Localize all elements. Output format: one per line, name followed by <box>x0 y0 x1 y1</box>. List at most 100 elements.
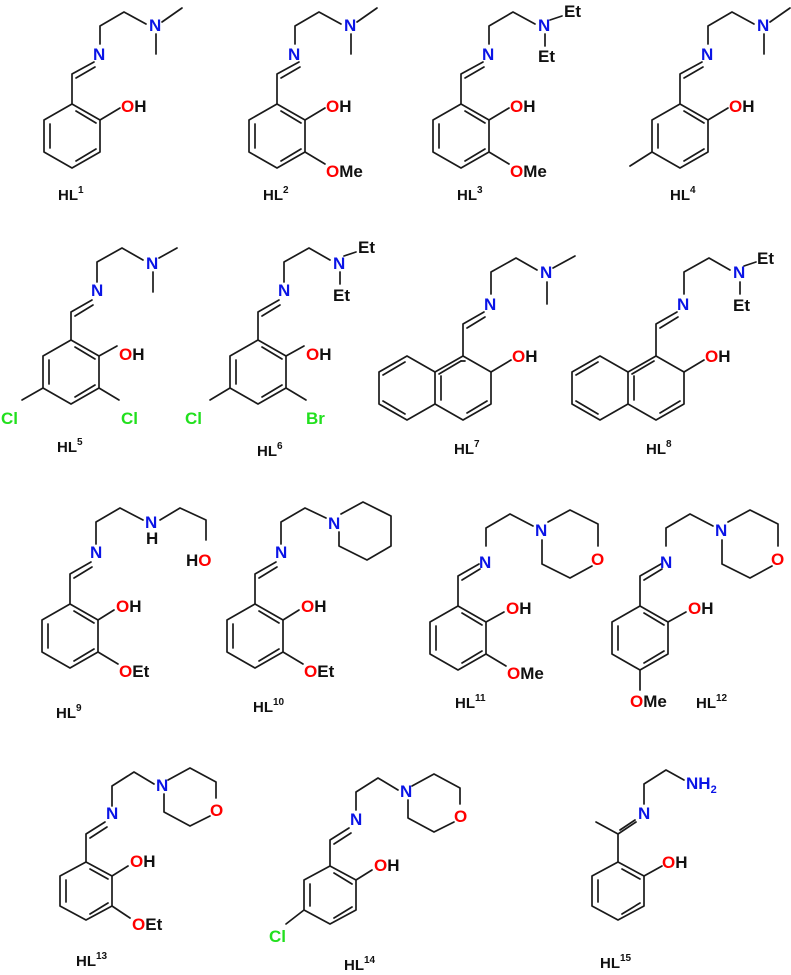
compound-hl15: N NH2 OH HL15 <box>591 769 717 972</box>
compound-label: HL14 <box>344 955 376 974</box>
atom-n-amine: N <box>344 16 356 35</box>
bonds <box>248 7 378 169</box>
bonds <box>432 11 563 169</box>
atom-et: Et <box>358 238 375 257</box>
atom-n-morpholine: N <box>535 521 547 540</box>
compound-label: HL1 <box>58 185 84 204</box>
atom-oet: OEt <box>132 915 163 934</box>
atom-ome: OMe <box>507 664 544 683</box>
compound-label: HL2 <box>263 185 289 204</box>
atom-oh: OH <box>688 599 714 618</box>
atom-nh2: NH2 <box>686 774 717 796</box>
bonds <box>285 773 461 925</box>
bonds <box>43 7 183 169</box>
compound-hl14: N N O OH Cl HL14 <box>269 773 467 974</box>
atom-oh: OH <box>512 347 538 366</box>
atom-cl: Cl <box>121 409 138 428</box>
atom-n-imine: N <box>91 281 103 300</box>
atom-o-morpholine: O <box>771 550 784 569</box>
atom-ome: OMe <box>630 692 667 711</box>
atom-n-piperidine: N <box>328 514 340 533</box>
atom-oh: OH <box>506 599 532 618</box>
atom-oet: OEt <box>119 662 150 681</box>
compound-label: HL4 <box>670 185 696 204</box>
atom-n-imine: N <box>479 553 491 572</box>
atom-et: Et <box>538 47 555 66</box>
compound-label: HL6 <box>257 441 283 460</box>
atom-oh: OH <box>119 345 145 364</box>
atom-n-imine: N <box>93 45 105 64</box>
atom-n-amine: N <box>149 16 161 35</box>
compound-hl5: N N OH Cl Cl HL5 <box>1 247 178 456</box>
atom-n-amine: N <box>145 513 157 532</box>
atom-n-imine: N <box>638 804 650 823</box>
compound-label: HL7 <box>454 439 480 458</box>
atom-oh: OH <box>116 597 142 616</box>
atom-n-amine: N <box>733 263 745 282</box>
atom-n-imine: N <box>90 543 102 562</box>
bonds <box>226 501 392 669</box>
atom-o-morpholine: O <box>591 550 604 569</box>
compound-hl7: N N OH HL7 <box>378 255 576 458</box>
bonds <box>429 509 599 671</box>
bonds <box>41 507 207 669</box>
atom-oh: OH <box>510 97 536 116</box>
bonds <box>611 509 779 691</box>
atom-n-imine: N <box>484 295 496 314</box>
atom-ome: OMe <box>326 162 363 181</box>
compound-hl13: N N O OH OEt HL13 <box>59 767 223 970</box>
compound-hl2: N N OH OMe HL2 <box>248 7 378 204</box>
bonds <box>59 767 217 921</box>
atom-oh: OH <box>306 345 332 364</box>
atom-oh: OH <box>705 347 731 366</box>
atom-ho: HO <box>186 551 212 570</box>
atom-n-amine: N <box>540 263 552 282</box>
atom-et: Et <box>333 286 350 305</box>
atom-br: Br <box>306 409 325 428</box>
atom-n-imine: N <box>275 543 287 562</box>
bonds <box>378 255 576 421</box>
atom-n-imine: N <box>701 45 713 64</box>
compound-label: HL3 <box>457 185 483 204</box>
compound-label: HL13 <box>76 951 108 970</box>
atom-o-morpholine: O <box>454 807 467 826</box>
compound-hl9: N N H HO OH OEt HL9 <box>41 507 212 722</box>
compound-label: HL9 <box>56 703 82 722</box>
bonds <box>21 247 178 405</box>
atom-n-amine: N <box>146 254 158 273</box>
compound-hl11: N N O OH OMe HL11 <box>429 509 604 712</box>
compound-hl10: N N OH OEt HL10 <box>226 501 392 716</box>
compound-hl4: N N OH HL4 <box>629 7 791 204</box>
atom-n-imine: N <box>482 45 494 64</box>
compound-label: HL12 <box>696 693 728 712</box>
atom-oh: OH <box>662 853 688 872</box>
atom-o-morpholine: O <box>210 801 223 820</box>
atom-n-morpholine: N <box>400 782 412 801</box>
compound-hl3: N N Et Et OH OMe HL3 <box>432 2 581 204</box>
compound-label: HL10 <box>253 697 285 716</box>
compound-hl1: N N OH HL1 <box>43 7 183 204</box>
compound-hl12: N N O OH OMe HL12 <box>611 509 784 712</box>
atom-n-amine: N <box>538 16 550 35</box>
atom-n-morpholine: N <box>715 521 727 540</box>
compound-label: HL8 <box>646 439 672 458</box>
atom-oet: OEt <box>304 662 335 681</box>
atom-cl: Cl <box>269 927 286 946</box>
atom-cl: Cl <box>1 409 18 428</box>
atom-oh: OH <box>374 856 400 875</box>
atom-et: Et <box>757 249 774 268</box>
atom-n-amine: N <box>333 254 345 273</box>
atom-n-imine: N <box>288 45 300 64</box>
atom-oh: OH <box>121 97 147 116</box>
atom-et: Et <box>564 2 581 21</box>
atom-n-imine: N <box>677 295 689 314</box>
atom-n-morpholine: N <box>156 776 168 795</box>
bonds <box>629 7 791 169</box>
atom-n-imine: N <box>106 804 118 823</box>
atom-ome: OMe <box>510 162 547 181</box>
atom-cl: Cl <box>185 409 202 428</box>
atom-n-imine: N <box>660 553 672 572</box>
compound-label: HL5 <box>57 437 83 456</box>
atom-oh: OH <box>326 97 352 116</box>
